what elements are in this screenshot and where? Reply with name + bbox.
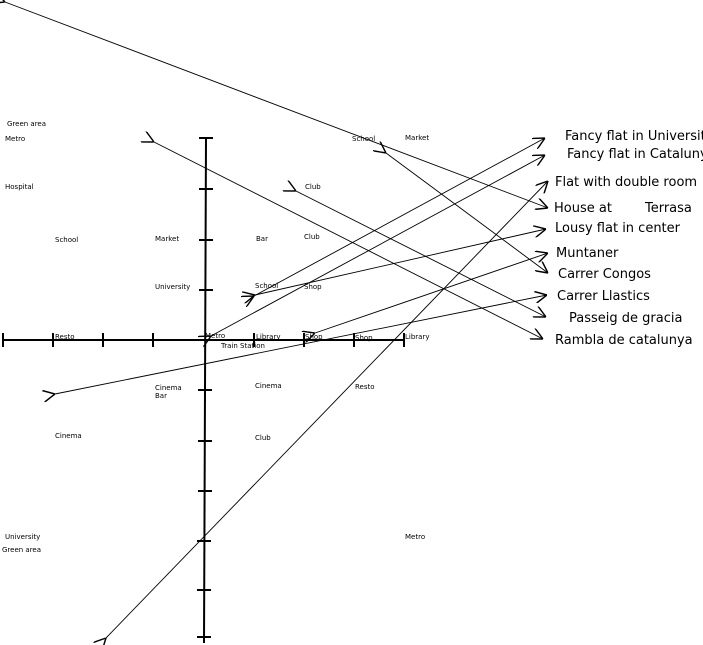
connection-arrow bbox=[106, 181, 548, 638]
property-label: Fancy flat in Catalunya bbox=[567, 147, 703, 162]
connection-arrow bbox=[154, 142, 543, 339]
property-label: Rambla de catalunya bbox=[555, 333, 693, 348]
property-label: Carrer Llastics bbox=[557, 289, 650, 304]
place-label: Market bbox=[155, 235, 179, 243]
property-label: Fancy flat in Universitat bbox=[565, 129, 703, 144]
property-labels: Fancy flat in Universitat Fancy flat in … bbox=[554, 129, 703, 348]
place-label: Shop bbox=[355, 334, 373, 342]
place-label: Hospital bbox=[5, 183, 34, 191]
place-label: School bbox=[55, 236, 78, 244]
place-label: Green area bbox=[7, 120, 46, 128]
property-label: Carrer Congos bbox=[558, 267, 651, 282]
place-label: Club bbox=[305, 183, 321, 191]
connection-arrow bbox=[254, 138, 545, 296]
place-labels: Metro Green area Hospital School Market … bbox=[2, 120, 429, 554]
place-label: Market bbox=[405, 134, 429, 142]
place-label: Metro bbox=[5, 135, 25, 143]
place-label: Resto bbox=[355, 383, 375, 391]
place-label: Train Station bbox=[220, 342, 265, 350]
place-label: Cinema bbox=[155, 384, 182, 392]
place-label: Club bbox=[304, 233, 320, 241]
connection-arrow bbox=[315, 253, 548, 333]
place-label: School bbox=[352, 135, 375, 143]
connection-arrow bbox=[211, 155, 545, 336]
place-label: Cinema bbox=[55, 432, 82, 440]
place-label: Resto bbox=[55, 333, 75, 341]
place-label: Club bbox=[255, 434, 271, 442]
connection-arrow bbox=[55, 295, 547, 394]
property-label: House at Terrasa bbox=[554, 201, 692, 216]
place-label: Library bbox=[256, 333, 280, 341]
property-label: Muntaner bbox=[556, 246, 619, 261]
property-label: Flat with double room bbox=[555, 175, 697, 190]
place-label: Metro bbox=[405, 533, 425, 541]
place-label: Cinema bbox=[255, 382, 282, 390]
place-label: Bar bbox=[155, 392, 167, 400]
property-label: Passeig de gracia bbox=[569, 311, 682, 326]
connection-arrow bbox=[386, 153, 548, 273]
connection-arrows bbox=[5, 2, 548, 638]
place-label: University bbox=[5, 533, 40, 541]
connection-arrow bbox=[296, 191, 546, 317]
place-label: Bar bbox=[256, 235, 268, 243]
place-label: Library bbox=[405, 333, 429, 341]
place-label: Shop bbox=[305, 333, 323, 341]
place-label: University bbox=[155, 283, 190, 291]
place-label: Green area bbox=[2, 546, 41, 554]
place-label: Metro bbox=[205, 332, 225, 340]
property-label: Lousy flat in center bbox=[555, 221, 681, 236]
connection-arrow bbox=[5, 2, 548, 208]
